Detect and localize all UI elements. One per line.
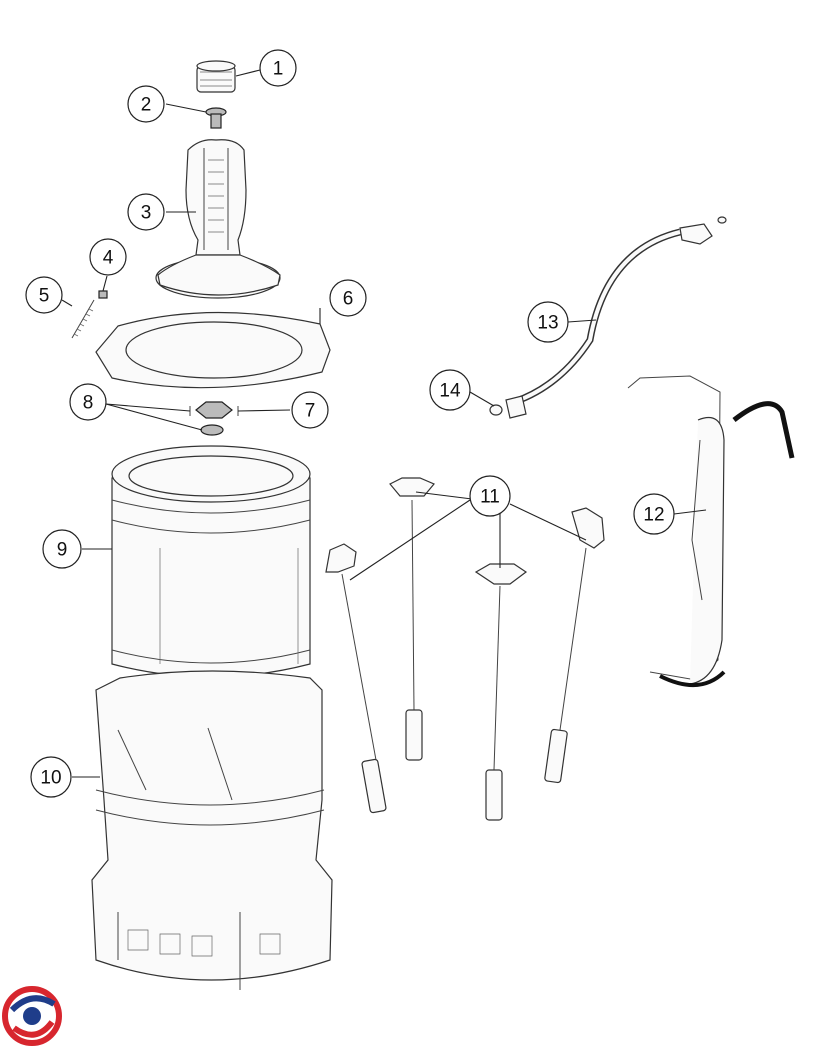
callout-1: 1 — [259, 49, 297, 87]
part-4-clip — [98, 290, 108, 299]
part-10-outer-tub — [91, 670, 333, 990]
callout-9: 9 — [42, 529, 82, 569]
part-13-fill-hose — [512, 216, 727, 406]
callout-9-label: 9 — [57, 540, 68, 561]
part-14-hose-washer — [489, 395, 527, 419]
callout-2-label: 2 — [141, 95, 152, 116]
part-6-tub-ring — [95, 311, 331, 389]
callout-12-label: 12 — [643, 505, 664, 526]
callout-1-label: 1 — [273, 59, 284, 80]
part-2-bolt — [205, 107, 227, 129]
callout-6: 6 — [329, 279, 367, 317]
callout-14-label: 14 — [439, 381, 461, 402]
callout-7: 7 — [291, 391, 329, 429]
leader-lines — [61, 69, 707, 778]
callout-7-label: 7 — [305, 401, 316, 422]
callout-12: 12 — [633, 493, 675, 535]
callout-2: 2 — [127, 85, 165, 123]
callout-4-label: 4 — [103, 248, 114, 269]
callout-10: 10 — [30, 756, 72, 798]
callout-3-label: 3 — [141, 203, 152, 224]
part-3-agitator — [155, 139, 281, 299]
callout-13: 13 — [527, 301, 569, 343]
brand-logo — [2, 986, 62, 1046]
part-8-bearing — [200, 424, 224, 436]
callout-5-label: 5 — [39, 286, 50, 307]
part-5-spring — [71, 299, 95, 339]
part-11-suspension-rods — [325, 477, 605, 821]
part-12-wiring-harness — [627, 375, 795, 688]
callout-5: 5 — [25, 276, 63, 314]
callout-8: 8 — [69, 383, 107, 421]
part-7-drive-hub — [189, 401, 239, 419]
callout-3: 3 — [127, 193, 165, 231]
callout-11-label: 11 — [480, 487, 500, 508]
callout-14: 14 — [429, 369, 471, 411]
callout-6-label: 6 — [343, 289, 354, 310]
part-1-agitator-cap — [196, 60, 236, 93]
callout-11: 11 — [469, 475, 511, 517]
part-9-wash-basket — [111, 445, 311, 678]
callout-4: 4 — [89, 238, 127, 276]
callout-8-label: 8 — [83, 393, 94, 414]
callout-13-label: 13 — [537, 313, 558, 334]
callout-10-label: 10 — [40, 768, 61, 789]
